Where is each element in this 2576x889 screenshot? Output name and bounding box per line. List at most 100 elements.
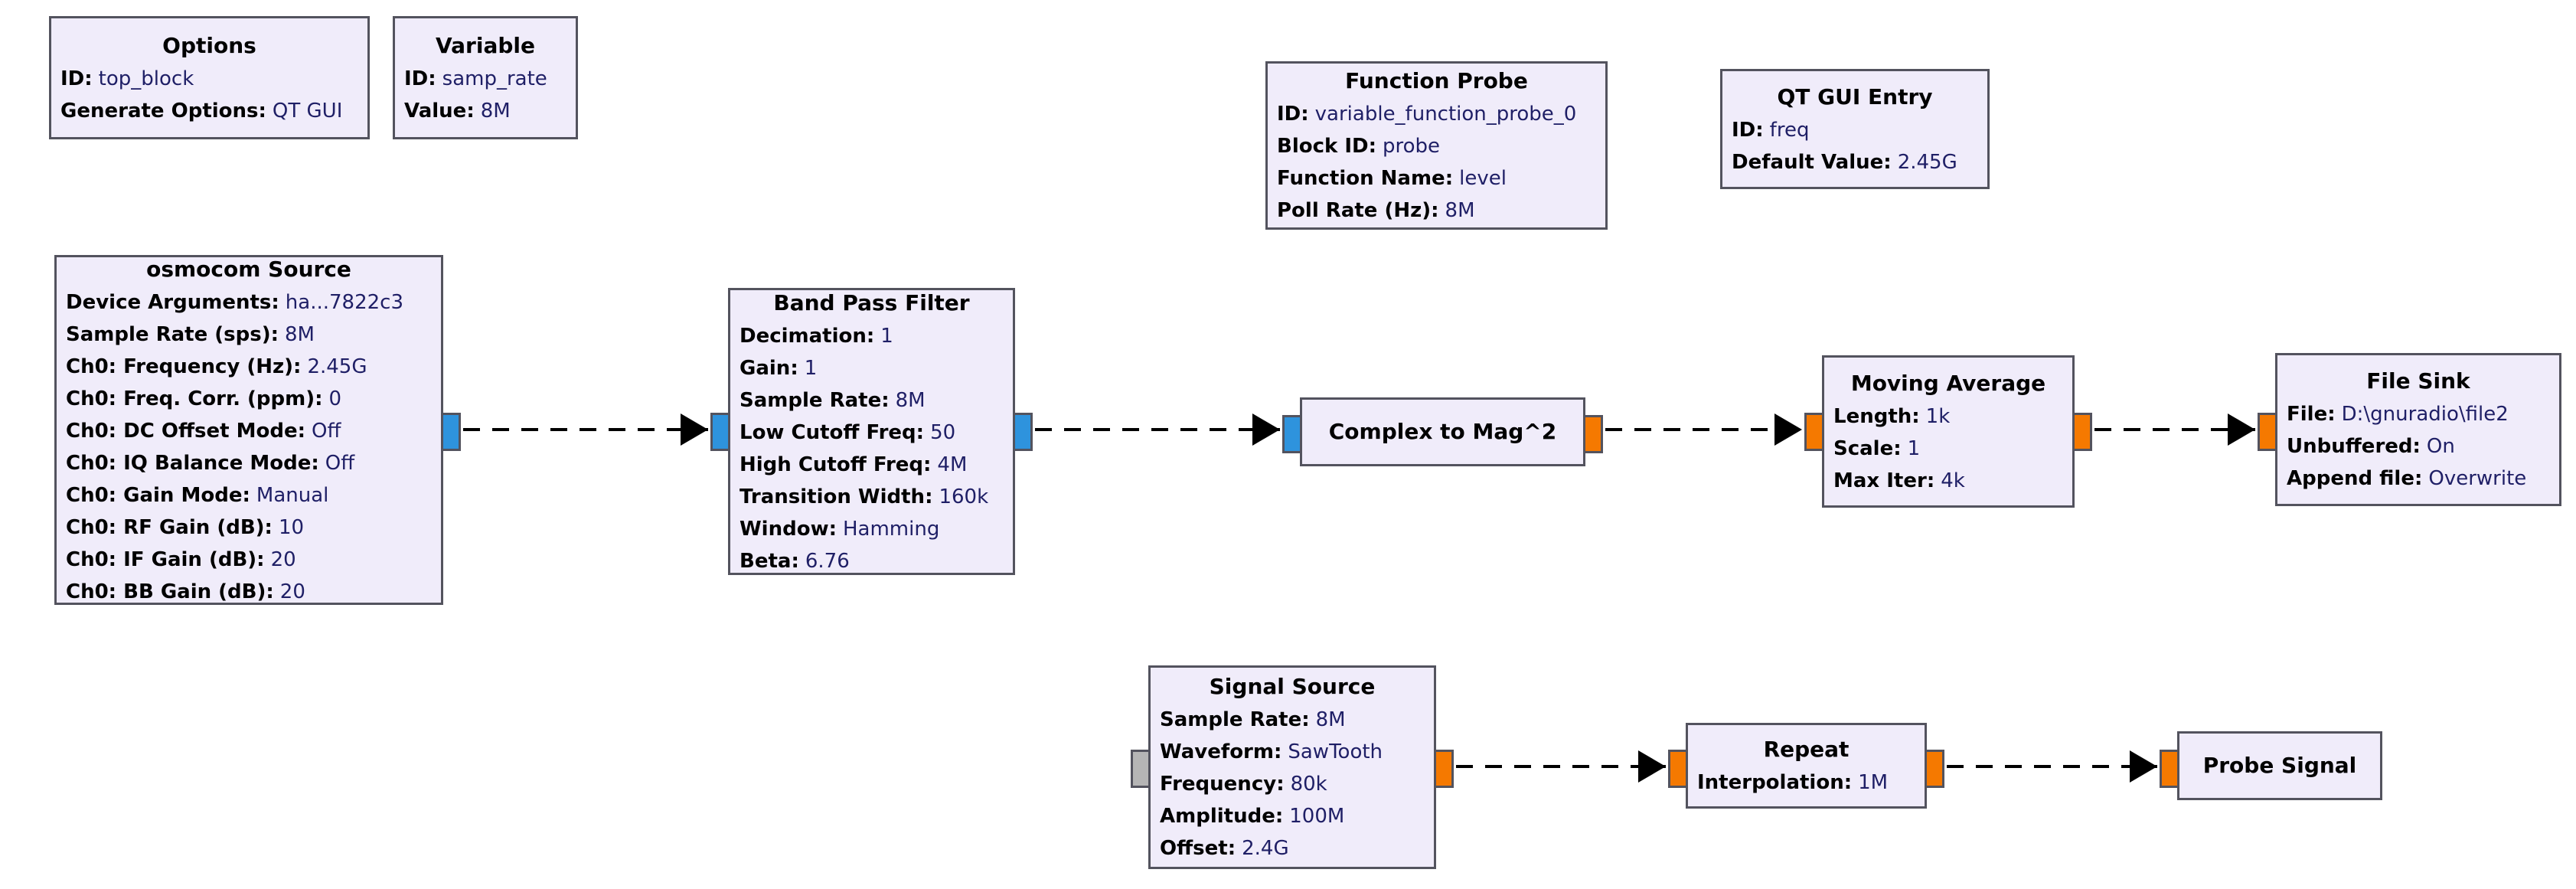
connection-repeat-to-probe-signal[interactable] <box>1947 750 2157 783</box>
block-band-pass-filter[interactable]: Band Pass Filter Decimation1 Gain1 Sampl… <box>710 288 1033 575</box>
param-value: 8M <box>1315 708 1346 731</box>
float-input-port[interactable] <box>2258 413 2277 451</box>
param-value: Off <box>312 419 341 443</box>
param-label: Generate Options <box>60 100 266 123</box>
param-row: WindowHamming <box>739 513 1004 545</box>
block-title: QT GUI Entry <box>1777 83 1933 109</box>
param-label: Function Name <box>1277 167 1453 190</box>
param-value: 1 <box>804 356 818 380</box>
complex-input-port[interactable] <box>1282 415 1302 453</box>
float-output-port[interactable] <box>1583 415 1603 453</box>
param-row: Sample Rate8M <box>1160 704 1425 736</box>
param-label: ID <box>404 67 436 90</box>
connection-osmocom-to-bandpass[interactable] <box>463 413 708 446</box>
param-row: Sample Rate (sps) 8M <box>66 319 432 351</box>
param-value: 8M <box>480 99 511 123</box>
param-value: SawTooth <box>1288 740 1383 763</box>
param-label: ID <box>1732 119 1764 142</box>
param-value: 1M <box>1858 771 1889 794</box>
param-value: ha...7822c3 <box>285 290 404 314</box>
param-label: Scale <box>1833 437 1902 460</box>
param-row: Interpolation1M <box>1697 766 1915 799</box>
param-row: Length1k <box>1833 400 2063 433</box>
float-output-port[interactable] <box>1925 750 1944 788</box>
block-title: Function Probe <box>1345 68 1528 93</box>
arrowhead-icon <box>2130 750 2157 783</box>
param-row: Decimation1 <box>739 320 1004 352</box>
block-options[interactable]: Options IDtop_block Generate OptionsQT G… <box>49 16 370 139</box>
param-row: Sample Rate8M <box>739 384 1004 417</box>
connection-mag2-to-moving-average[interactable] <box>1605 413 1802 446</box>
param-row: Ch0: Frequency (Hz)2.45G <box>66 351 432 383</box>
param-label: Default Value <box>1732 151 1892 174</box>
block-qt-gui-entry[interactable]: QT GUI Entry IDfreq Default Value2.45G <box>1720 69 1990 189</box>
param-value: freq <box>1769 118 1810 142</box>
float-input-port[interactable] <box>2160 750 2179 788</box>
param-label: Ch0: Freq. Corr. (ppm) <box>66 387 323 410</box>
block-moving-average[interactable]: Moving Average Length1k Scale1 Max Iter4… <box>1804 355 2092 508</box>
param-row: FileD:\gnuradio\file2 <box>2287 398 2550 430</box>
param-row: Transition Width 160k <box>739 481 1004 513</box>
complex-output-port[interactable] <box>441 413 461 451</box>
block-title: Complex to Mag^2 <box>1328 419 1557 444</box>
block-complex-to-mag2[interactable]: Complex to Mag^2 <box>1282 397 1603 466</box>
block-repeat[interactable]: Repeat Interpolation1M <box>1668 723 1944 809</box>
param-value: 80k <box>1290 773 1327 796</box>
param-value: 20 <box>279 580 305 603</box>
param-label: Ch0: IF Gain (dB) <box>66 548 265 571</box>
param-value: Manual <box>256 483 329 507</box>
param-label: ID <box>1277 103 1309 126</box>
param-label: Length <box>1833 405 1920 428</box>
param-value: Hamming <box>843 517 940 541</box>
param-value: 8M <box>285 322 315 346</box>
param-row: Ch0: IQ Balance ModeOff <box>66 447 432 479</box>
param-row: UnbufferedOn <box>2287 430 2550 462</box>
float-output-port[interactable] <box>2072 413 2092 451</box>
param-label: Sample Rate <box>1160 708 1310 731</box>
param-row: Block IDprobe <box>1277 130 1596 162</box>
param-row: Ch0: DC Offset ModeOff <box>66 415 432 447</box>
block-function-probe[interactable]: Function Probe IDvariable_function_probe… <box>1265 61 1608 230</box>
float-output-port[interactable] <box>1434 750 1454 788</box>
block-signal-source[interactable]: Signal Source Sample Rate8M WaveformSawT… <box>1131 665 1454 869</box>
param-value: 8M <box>895 388 926 412</box>
block-osmocom-source[interactable]: osmocom Source Device Argumentsha...7822… <box>54 255 461 605</box>
param-value: 4M <box>937 453 968 476</box>
complex-input-port[interactable] <box>710 413 730 451</box>
param-label: Frequency <box>1160 773 1285 796</box>
connection-bandpass-to-mag2[interactable] <box>1035 413 1280 446</box>
param-label: Sample Rate (sps) <box>66 323 279 346</box>
param-row: Append fileOverwrite <box>2287 462 2550 495</box>
param-label: Transition Width <box>739 485 932 508</box>
float-input-port[interactable] <box>1804 413 1824 451</box>
param-label: Max Iter <box>1833 469 1934 492</box>
message-input-port[interactable] <box>1131 750 1151 788</box>
block-probe-signal[interactable]: Probe Signal <box>2160 731 2382 800</box>
arrowhead-icon <box>2228 413 2255 446</box>
param-label: Low Cutoff Freq <box>739 421 924 444</box>
param-row: IDtop_block <box>60 63 358 95</box>
param-label: Ch0: BB Gain (dB) <box>66 580 274 603</box>
param-row: IDsamp_rate <box>404 63 566 95</box>
block-file-sink[interactable]: File Sink FileD:\gnuradio\file2 Unbuffer… <box>2258 353 2561 506</box>
param-row: Default Value2.45G <box>1732 146 1978 178</box>
block-title: File Sink <box>2366 368 2470 394</box>
param-value: On <box>2426 435 2455 458</box>
param-value: 160k <box>939 485 989 508</box>
connection-signal-source-to-repeat[interactable] <box>1456 750 1666 783</box>
param-row: Function Name level <box>1277 162 1596 194</box>
param-value: top_block <box>98 67 194 90</box>
complex-output-port[interactable] <box>1013 413 1033 451</box>
param-label: High Cutoff Freq <box>739 453 931 476</box>
param-row: Device Argumentsha...7822c3 <box>66 286 432 319</box>
param-row: Poll Rate (Hz)8M <box>1277 194 1596 227</box>
param-label: Unbuffered <box>2287 435 2421 458</box>
param-row: Max Iter4k <box>1833 465 2063 497</box>
block-variable[interactable]: Variable IDsamp_rate Value8M <box>393 16 578 139</box>
connection-moving-average-to-file-sink[interactable] <box>2094 413 2255 446</box>
param-label: ID <box>60 67 93 90</box>
param-value: level <box>1459 167 1507 190</box>
param-row: Amplitude100M <box>1160 800 1425 832</box>
float-input-port[interactable] <box>1668 750 1688 788</box>
arrowhead-icon <box>1774 413 1802 446</box>
